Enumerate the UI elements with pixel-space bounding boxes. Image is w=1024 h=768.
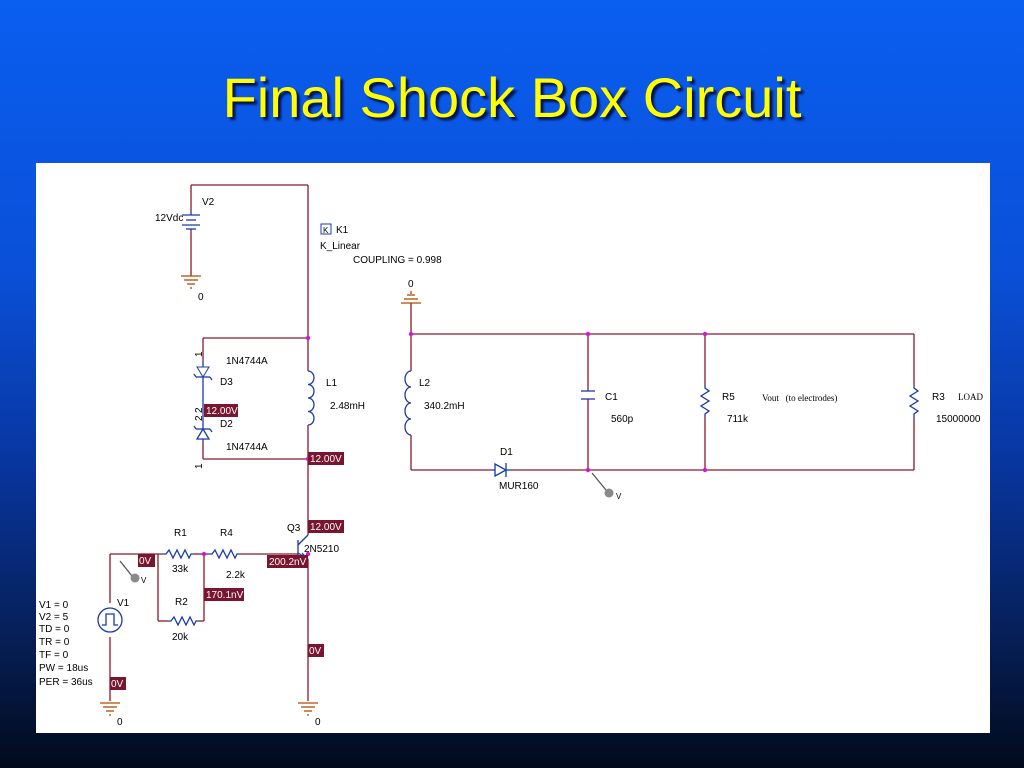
svg-text:12.00V: 12.00V: [310, 522, 342, 533]
l1-value: 2.48mH: [330, 401, 365, 412]
voltage-tag: 0V: [138, 554, 155, 567]
capacitor-c1: C1 560p: [581, 390, 634, 425]
l2-value: 340.2mH: [424, 401, 465, 412]
d1-part: MUR160: [499, 481, 539, 492]
d2-pin-2: 2: [194, 415, 205, 421]
ground-secondary: 0: [401, 279, 421, 304]
k1-name: K1: [336, 225, 349, 236]
r3-name: R3: [932, 392, 945, 403]
voltage-tag: 0V: [308, 644, 324, 657]
inductor-l2: L2 340.2mH: [404, 370, 465, 436]
v2-value: 12Vdc: [155, 213, 183, 224]
l1-name: L1: [326, 378, 338, 389]
zener-d2: D2 1N4744A 2 1: [193, 403, 268, 469]
zener-d3: 1N4744A D3 1 2: [193, 351, 268, 413]
coupling-k1: K K1 K_Linear COUPLING = 0.998: [320, 223, 442, 266]
c1-value: 560p: [611, 414, 634, 425]
inductor-l1: L1 2.48mH: [307, 370, 365, 426]
wires: [109, 184, 915, 701]
ground-v1: 0: [100, 702, 123, 728]
voltage-tag: 0V: [110, 677, 126, 690]
d2-pin-1: 1: [194, 463, 205, 469]
svg-text:12.00V: 12.00V: [310, 454, 342, 465]
q3-name: Q3: [287, 523, 301, 534]
ground-v2: 0: [181, 275, 204, 303]
v1-param: PW = 18us: [39, 663, 88, 674]
svg-text:0V: 0V: [309, 646, 322, 657]
d3-name: D3: [220, 377, 233, 388]
svg-text:0V: 0V: [111, 679, 124, 690]
r1-value: 33k: [172, 564, 189, 575]
voltage-tag: 170.1nV: [204, 588, 244, 601]
v1-name: V1: [117, 598, 130, 609]
voltage-probe-icon[interactable]: V: [591, 472, 622, 501]
d3-part: 1N4744A: [226, 356, 268, 367]
k1-box-letter: K: [323, 226, 329, 235]
d3-pin-1: 1: [194, 351, 205, 357]
diode-d1: D1 MUR160: [492, 447, 539, 492]
r4-value: 2.2k: [226, 570, 246, 581]
v2-name: V2: [202, 197, 215, 208]
l2-name: L2: [419, 378, 431, 389]
probe-label: V: [616, 492, 622, 501]
d2-part: 1N4744A: [226, 442, 268, 453]
r5-value: 711k: [727, 414, 749, 425]
resistor-r3: R3 LOAD 15000000: [908, 385, 983, 425]
probe-label: V: [141, 576, 147, 585]
r3-value: 15000000: [936, 414, 981, 425]
v1-param: V2 = 5: [39, 612, 69, 623]
ground-label: 0: [408, 279, 414, 290]
d2-name: D2: [220, 419, 233, 430]
resistor-r5: R5 711k: [699, 385, 749, 425]
schematic-canvas: V2 12Vdc 0 0 0 0 K K1 K_Linear COUPLING …: [36, 163, 990, 733]
battery-v2: V2 12Vdc: [155, 197, 215, 231]
v1-param: TR = 0: [39, 637, 70, 648]
v1-param: PER = 36us: [39, 677, 93, 688]
d3-pin-2: 2: [194, 407, 205, 413]
q3-part: 2N5210: [304, 544, 339, 555]
pulse-source-v1: V1 V1 = 0 V2 = 5 TD = 0 TR = 0 TF = 0 PW…: [39, 598, 130, 688]
k1-coupling: COUPLING = 0.998: [353, 255, 442, 266]
r5-name: R5: [722, 392, 735, 403]
svg-text:170.1nV: 170.1nV: [206, 590, 244, 601]
c1-name: C1: [605, 392, 618, 403]
voltage-tag: 12.00V: [204, 404, 238, 417]
slide-title: Final Shock Box Circuit: [222, 66, 802, 129]
ground-emitter: 0: [298, 702, 321, 728]
r4-name: R4: [220, 528, 233, 539]
ground-label: 0: [315, 717, 321, 728]
voltage-tag: 200.2nV: [267, 555, 308, 568]
v1-param: TD = 0: [39, 624, 70, 635]
r2-name: R2: [175, 597, 188, 608]
svg-text:12.00V: 12.00V: [206, 406, 238, 417]
r1-name: R1: [174, 528, 187, 539]
d1-name: D1: [500, 447, 513, 458]
circuit-diagram: V2 12Vdc 0 0 0 0 K K1 K_Linear COUPLING …: [39, 184, 983, 728]
svg-text:200.2nV: 200.2nV: [269, 557, 307, 568]
voltage-probe-icon[interactable]: V: [119, 560, 147, 585]
vout-label: Vout (to electrodes): [762, 393, 837, 403]
ground-label: 0: [117, 717, 123, 728]
svg-text:0V: 0V: [139, 556, 152, 567]
resistor-r1: R1 33k: [162, 528, 194, 575]
r2-value: 20k: [172, 632, 189, 643]
ground-label: 0: [198, 292, 204, 303]
v1-param: TF = 0: [39, 650, 69, 661]
junction-dots: [201, 331, 708, 557]
v1-param: V1 = 0: [39, 600, 69, 611]
voltage-tag: 12.00V: [308, 452, 344, 465]
k1-type: K_Linear: [320, 241, 361, 252]
resistor-r4: R4 2.2k: [206, 528, 246, 581]
voltage-tag: 12.00V: [308, 520, 344, 533]
r3-label: LOAD: [958, 392, 983, 402]
resistor-r2: R2 20k: [168, 597, 198, 643]
